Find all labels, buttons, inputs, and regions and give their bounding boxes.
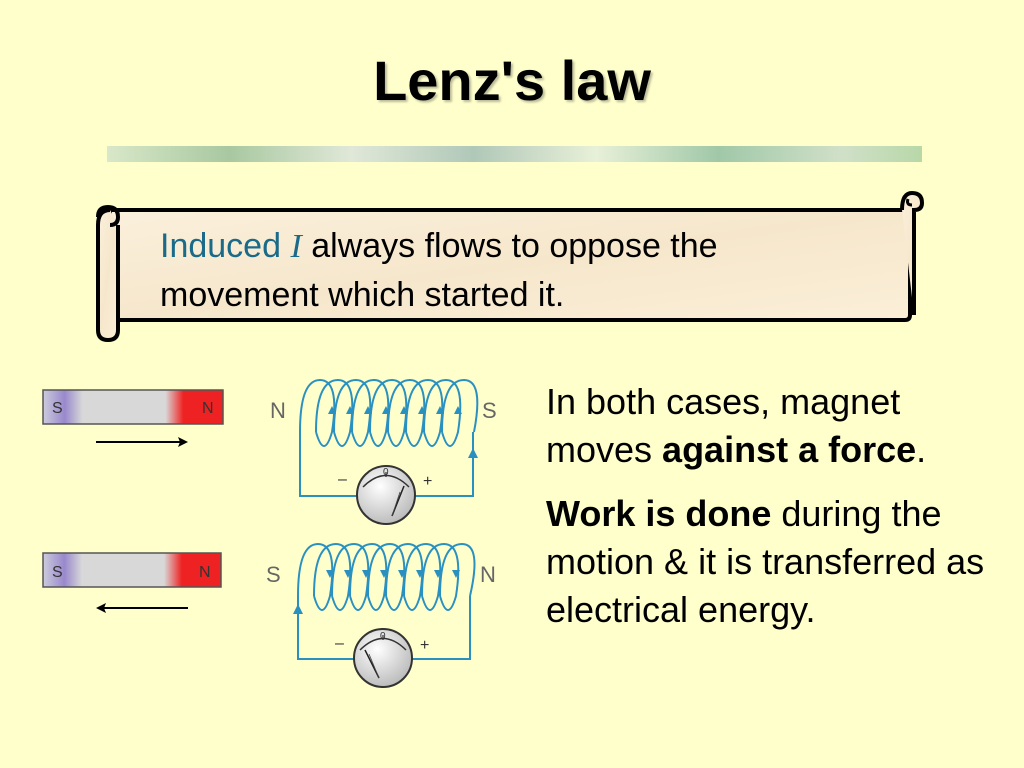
scroll-line2: movement which started it. bbox=[160, 276, 565, 314]
magnet-bottom-s-label: S bbox=[52, 564, 63, 581]
scroll-line1-rest: always flows to oppose the bbox=[311, 227, 718, 265]
coil-bottom-left-pole: S bbox=[266, 562, 281, 587]
diagram-bottom: S N S N bbox=[42, 542, 496, 688]
meter-top-minus: – bbox=[338, 471, 347, 488]
current-symbol: I bbox=[290, 228, 302, 265]
slide-title: Lenz's law bbox=[373, 49, 651, 112]
meter-top-zero: 0 bbox=[383, 467, 389, 478]
meter-bottom-zero: 0 bbox=[380, 631, 386, 642]
p1-text: In both cases, magnet moves bbox=[546, 381, 901, 470]
motion-arrow-left bbox=[96, 603, 188, 613]
solenoid-bottom bbox=[297, 542, 476, 611]
coil-bottom-arrows bbox=[326, 570, 460, 578]
magnet-top-n-label: N bbox=[202, 400, 214, 417]
diagram-top: S N N S bbox=[42, 378, 497, 525]
scroll-banner bbox=[96, 190, 925, 343]
coil-top-left-pole: N bbox=[270, 398, 286, 423]
meter-bottom-plus: + bbox=[420, 637, 429, 654]
explanation-paragraph-2: Work is done during the motion & it is t… bbox=[546, 490, 1006, 634]
induction-diagrams: S N N S bbox=[42, 378, 497, 688]
title-underline-bar bbox=[107, 146, 922, 162]
bar-magnet-top bbox=[42, 389, 224, 425]
p2-bold: Work is done bbox=[546, 493, 772, 534]
explanation-paragraph-1: In both cases, magnet moves against a fo… bbox=[546, 378, 1006, 474]
explanation-text: In both cases, magnet moves against a fo… bbox=[546, 378, 1006, 634]
magnet-top-s-label: S bbox=[52, 400, 63, 417]
magnet-bottom-n-label: N bbox=[199, 564, 211, 581]
motion-arrow-right bbox=[96, 437, 188, 447]
p2-text: during the motion & it is transferred as… bbox=[546, 493, 985, 630]
coil-top-arrows bbox=[328, 406, 462, 414]
bar-magnet-bottom bbox=[42, 552, 222, 588]
circuit-bottom-arrow bbox=[293, 604, 303, 614]
galvanometer-bottom bbox=[353, 628, 413, 688]
p1-bold: against a force bbox=[662, 429, 917, 470]
scroll-text: Induced I always flows to oppose the mov… bbox=[160, 222, 900, 319]
galvanometer-top bbox=[356, 465, 416, 525]
meter-bottom-minus: – bbox=[335, 635, 344, 652]
coil-top-right-pole: S bbox=[482, 398, 497, 423]
coil-bottom-right-pole: N bbox=[480, 562, 496, 587]
p1-end: . bbox=[916, 429, 927, 470]
meter-top-plus: + bbox=[423, 473, 432, 490]
word-induced: Induced bbox=[160, 227, 281, 265]
circuit-bottom bbox=[297, 596, 471, 660]
circuit-top-arrow bbox=[468, 448, 478, 458]
solenoid-top bbox=[299, 378, 479, 447]
